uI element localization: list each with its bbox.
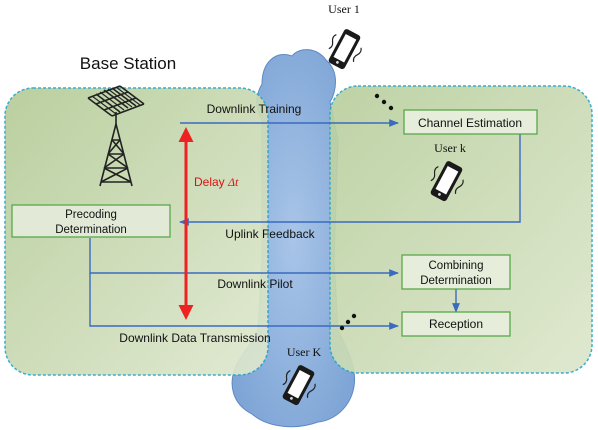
mobile-phone-icon bbox=[430, 161, 464, 202]
svg-text:Determination: Determination bbox=[55, 224, 127, 236]
downlink-data-transmission-label: Downlink Data Transmission bbox=[119, 331, 270, 345]
mobile-phone-icon bbox=[282, 365, 316, 406]
mobile-phone-icon bbox=[328, 29, 362, 70]
downlink-pilot-label: Downlink Pilot bbox=[217, 277, 293, 291]
svg-text:Precoding: Precoding bbox=[65, 209, 117, 221]
combining-determination-box: Combining Determination bbox=[401, 254, 511, 290]
user-region bbox=[329, 85, 593, 374]
channel-estimation-box: Channel Estimation bbox=[403, 109, 538, 135]
user-K-label: User K bbox=[287, 345, 322, 359]
flow-arrows bbox=[89, 119, 521, 330]
delay-label: Delay Δt bbox=[194, 175, 239, 189]
antenna-tower-icon bbox=[87, 85, 145, 187]
downlink-training-label: Downlink Training bbox=[207, 102, 302, 116]
reception-box: Reception bbox=[401, 311, 511, 337]
user-1-label: User 1 bbox=[328, 2, 360, 16]
ellipsis-dots-icon bbox=[339, 313, 357, 331]
svg-text:Combining: Combining bbox=[429, 260, 484, 272]
precoding-determination-box: Precoding Determination bbox=[11, 204, 171, 238]
uplink-feedback-label: Uplink Feedback bbox=[225, 227, 315, 241]
base-station-title: Base Station bbox=[80, 54, 176, 73]
svg-text:Channel Estimation: Channel Estimation bbox=[418, 116, 522, 130]
user-k-label: User k bbox=[434, 141, 466, 155]
uplink-feedback-arrow bbox=[179, 134, 521, 226]
svg-text:Reception: Reception bbox=[429, 317, 483, 331]
svg-text:Determination: Determination bbox=[420, 275, 492, 287]
downlink-data-arrow bbox=[89, 273, 399, 330]
ellipsis-dots-icon bbox=[374, 93, 394, 111]
